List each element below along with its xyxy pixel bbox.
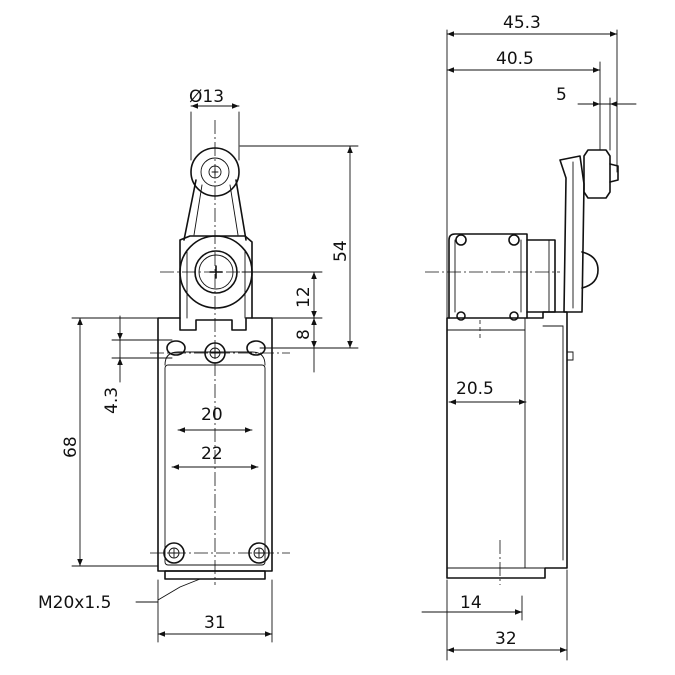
dim-side-roller-offset: 5	[556, 85, 567, 105]
dim-side-overall-width: 45.3	[503, 13, 541, 33]
dim-side-roller-width: 40.5	[496, 49, 534, 69]
front-view: Ø13 54 12 8 4.3 68 20 22 31	[38, 87, 359, 643]
front-body-outline	[157, 317, 273, 572]
dim-side-base-offset: 14	[460, 593, 482, 613]
dim-front-inner-width: 20	[201, 405, 223, 425]
side-lever	[559, 155, 585, 313]
front-mount-hole-left	[166, 340, 186, 356]
dim-front-height: 68	[61, 436, 81, 458]
dim-front-pivot-offset: 12	[294, 286, 314, 308]
dim-front-lever-length: 54	[331, 240, 351, 262]
dim-side-head-depth: 20.5	[456, 379, 494, 399]
side-shaft-housing	[526, 239, 556, 313]
side-body-outline	[446, 311, 568, 579]
dim-front-roller-diameter: Ø13	[189, 87, 224, 107]
dim-front-outer-width: 22	[201, 444, 223, 464]
side-roller	[583, 149, 611, 199]
dim-front-conduit-thread: M20x1.5	[38, 593, 111, 613]
dim-side-depth: 32	[495, 629, 517, 649]
dim-front-base-width: 31	[204, 613, 226, 633]
front-lever-arm	[183, 179, 247, 241]
side-head	[448, 233, 528, 319]
dim-front-mount-offset: 8	[294, 329, 314, 340]
side-view: 45.3 40.5 5 20.5 14 32	[421, 13, 637, 661]
dim-front-hole-offset: 4.3	[102, 387, 122, 414]
